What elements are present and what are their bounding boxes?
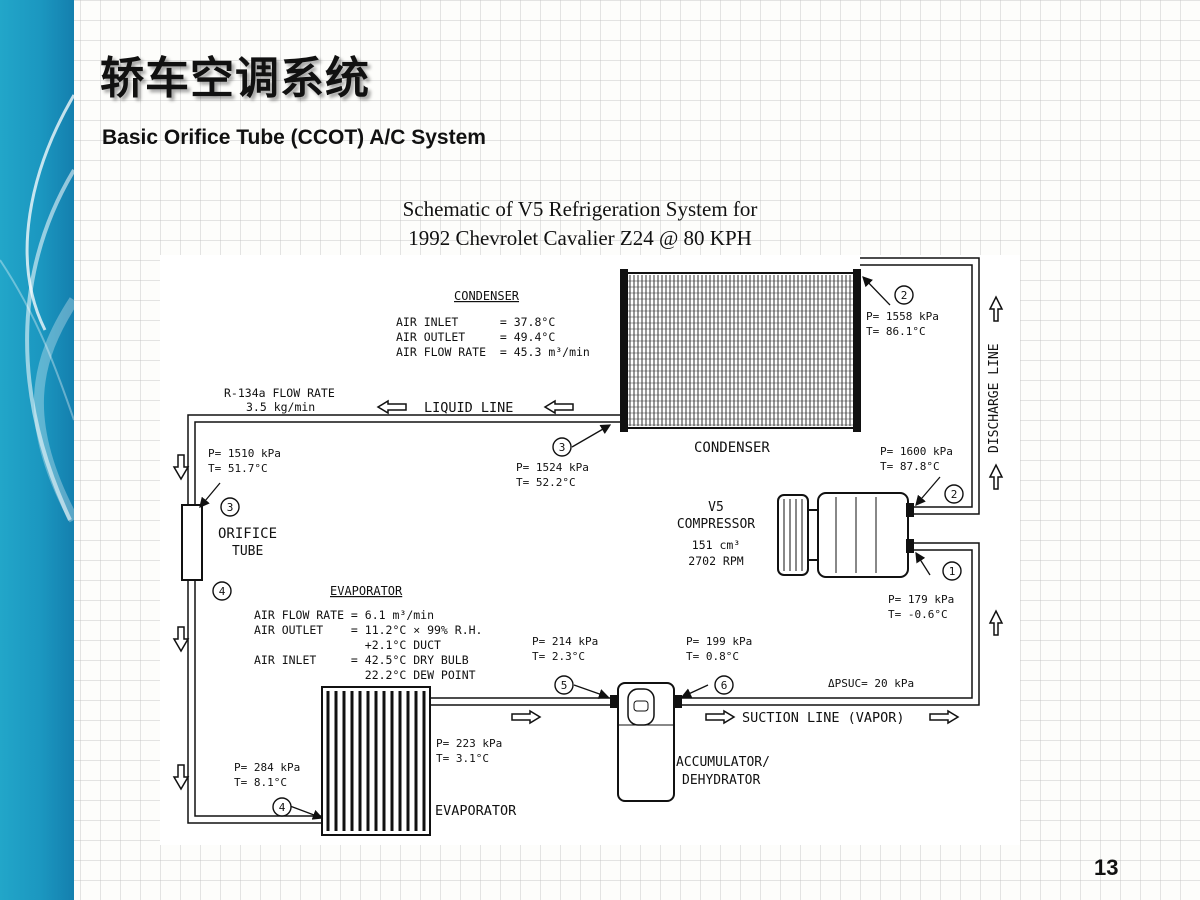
- accumulator-label: ACCUMULATOR/: [676, 755, 770, 770]
- state-point-5-num: 5: [561, 679, 568, 692]
- flow-rate-label: R-134a FLOW RATE: [224, 386, 335, 400]
- schematic-svg: 2 2 3 3 4 4 5 6 1 CONDENSER AIR INLET = …: [172, 257, 1004, 836]
- flow-arrow-down-1: [172, 454, 190, 481]
- flow-direction-arrows: [172, 295, 1004, 791]
- flow-arrow-up-2: [988, 463, 1004, 490]
- schematic-title-line1: Schematic of V5 Refrigeration System for: [402, 197, 758, 221]
- evaporator-air-inlet: AIR INLET = 42.5°C DRY BULB: [254, 653, 469, 667]
- sp3-temperature: T= 52.2°C: [516, 476, 576, 489]
- flow-rate-value: 3.5 kg/min: [246, 400, 315, 414]
- compressor-displacement: 151 cm³: [692, 538, 740, 552]
- state-point-2-compressor-num: 2: [951, 488, 958, 501]
- evap-out-pressure: P= 223 kPa: [436, 737, 502, 750]
- slide-subtitle: Basic Orifice Tube (CCOT) A/C System: [102, 126, 486, 149]
- flow-arrow-right-1: [511, 709, 542, 725]
- sp2-pressure: P= 1558 kPa: [866, 310, 939, 323]
- delta-p-suction: ΔPSUC= 20 kPa: [828, 677, 914, 690]
- state-point-4-circle: [212, 581, 232, 601]
- condenser-air-inlet: AIR INLET = 37.8°C: [396, 315, 555, 329]
- evaporator-air-flow-rate: AIR FLOW RATE = 6.1 m³/min: [254, 608, 434, 622]
- schematic-title: Schematic of V5 Refrigeration System for…: [300, 195, 860, 253]
- state-point-5-circle: [554, 675, 574, 695]
- sp1-pressure: P= 179 kPa: [888, 593, 954, 606]
- schematic-title-line2: 1992 Chevrolet Cavalier Z24 @ 80 KPH: [408, 226, 752, 250]
- refrigerant-piping: [187, 257, 980, 824]
- state-point-3-circle: [552, 437, 572, 457]
- state-point-6-num: 6: [721, 679, 728, 692]
- sp6-pressure: P= 199 kPa: [686, 635, 752, 648]
- suction-line-label: SUCTION LINE (VAPOR): [742, 710, 905, 726]
- orifice-tube: [181, 504, 203, 581]
- state-point-2-circle: [894, 285, 914, 305]
- state-point-4-evap-circle: [272, 797, 292, 817]
- state-point-1-circle: [942, 561, 962, 581]
- evaporator: [321, 686, 431, 836]
- flow-arrow-down-2: [172, 626, 190, 653]
- condenser-air-outlet: AIR OUTLET = 49.4°C: [396, 330, 555, 344]
- evaporator-dew-point: 22.2°C DEW POINT: [254, 668, 476, 682]
- evaporator-label: EVAPORATOR: [435, 803, 517, 819]
- condenser: [620, 269, 861, 432]
- decorative-sidebar: [0, 0, 74, 900]
- sp5-pressure: P= 214 kPa: [532, 635, 598, 648]
- evaporator-info-heading: EVAPORATOR: [330, 584, 403, 598]
- evaporator-duct: +2.1°C DUCT: [254, 638, 441, 652]
- evaporator-air-outlet: AIR OUTLET = 11.2°C × 99% R.H.: [254, 623, 482, 637]
- orifice-tube-label: TUBE: [232, 544, 263, 559]
- discharge-line-label: DISCHARGE LINE: [987, 343, 1002, 453]
- condenser-label: CONDENSER: [694, 440, 770, 456]
- state-point-3-num: 3: [559, 441, 566, 454]
- page-number: 13: [1094, 855, 1119, 880]
- compressor-label-v5: V5: [708, 500, 724, 515]
- sp3o-pressure: P= 1510 kPa: [208, 447, 281, 460]
- sp6-temperature: T= 0.8°C: [686, 650, 739, 663]
- sidebar-swoosh-graphic: [0, 94, 74, 523]
- state-point-2-compressor-circle: [944, 484, 964, 504]
- flow-arrow-left-1: [376, 399, 407, 415]
- evap-out-temperature: T= 3.1°C: [436, 752, 489, 765]
- state-point-4-evap-num: 4: [279, 801, 286, 814]
- sp3o-temperature: T= 51.7°C: [208, 462, 268, 475]
- condenser-info-heading: CONDENSER: [454, 289, 520, 303]
- leader-lines: [199, 276, 941, 820]
- flow-arrow-right-2: [705, 709, 736, 725]
- compressor-rpm: 2702 RPM: [688, 554, 743, 568]
- refrigeration-schematic: 2 2 3 3 4 4 5 6 1 CONDENSER AIR INLET = …: [160, 255, 1020, 845]
- state-point-3-orifice-num: 3: [227, 501, 234, 514]
- state-point-6-circle: [714, 675, 734, 695]
- flow-arrow-up-3: [988, 609, 1004, 636]
- state-point-2-num: 2: [901, 289, 908, 302]
- v5-compressor: [777, 492, 914, 578]
- sp4e-temperature: T= 8.1°C: [234, 776, 287, 789]
- liquid-line-label: LIQUID LINE: [424, 400, 513, 416]
- sp2-temperature: T= 86.1°C: [866, 325, 926, 338]
- flow-arrow-down-3: [172, 764, 190, 791]
- sp2c-pressure: P= 1600 kPa: [880, 445, 953, 458]
- state-point-1-num: 1: [949, 565, 956, 578]
- sp2c-temperature: T= 87.8°C: [880, 460, 940, 473]
- sp3-pressure: P= 1524 kPa: [516, 461, 589, 474]
- compressor-label: COMPRESSOR: [677, 517, 755, 532]
- flow-arrow-up-1: [988, 295, 1004, 322]
- flow-arrow-left-2: [543, 399, 574, 415]
- orifice-label: ORIFICE: [218, 526, 277, 542]
- condenser-air-flow-rate: AIR FLOW RATE = 45.3 m³/min: [396, 345, 590, 359]
- state-point-3-orifice-circle: [220, 497, 240, 517]
- sp1-temperature: T= -0.6°C: [888, 608, 948, 621]
- flow-arrow-right-3: [929, 709, 960, 725]
- dehydrator-label: DEHYDRATOR: [682, 773, 760, 788]
- slide-title: 轿车空调系统: [100, 53, 370, 104]
- sp4e-pressure: P= 284 kPa: [234, 761, 300, 774]
- accumulator-dehydrator: [610, 682, 682, 802]
- state-point-4-num: 4: [219, 585, 226, 598]
- sp5-temperature: T= 2.3°C: [532, 650, 585, 663]
